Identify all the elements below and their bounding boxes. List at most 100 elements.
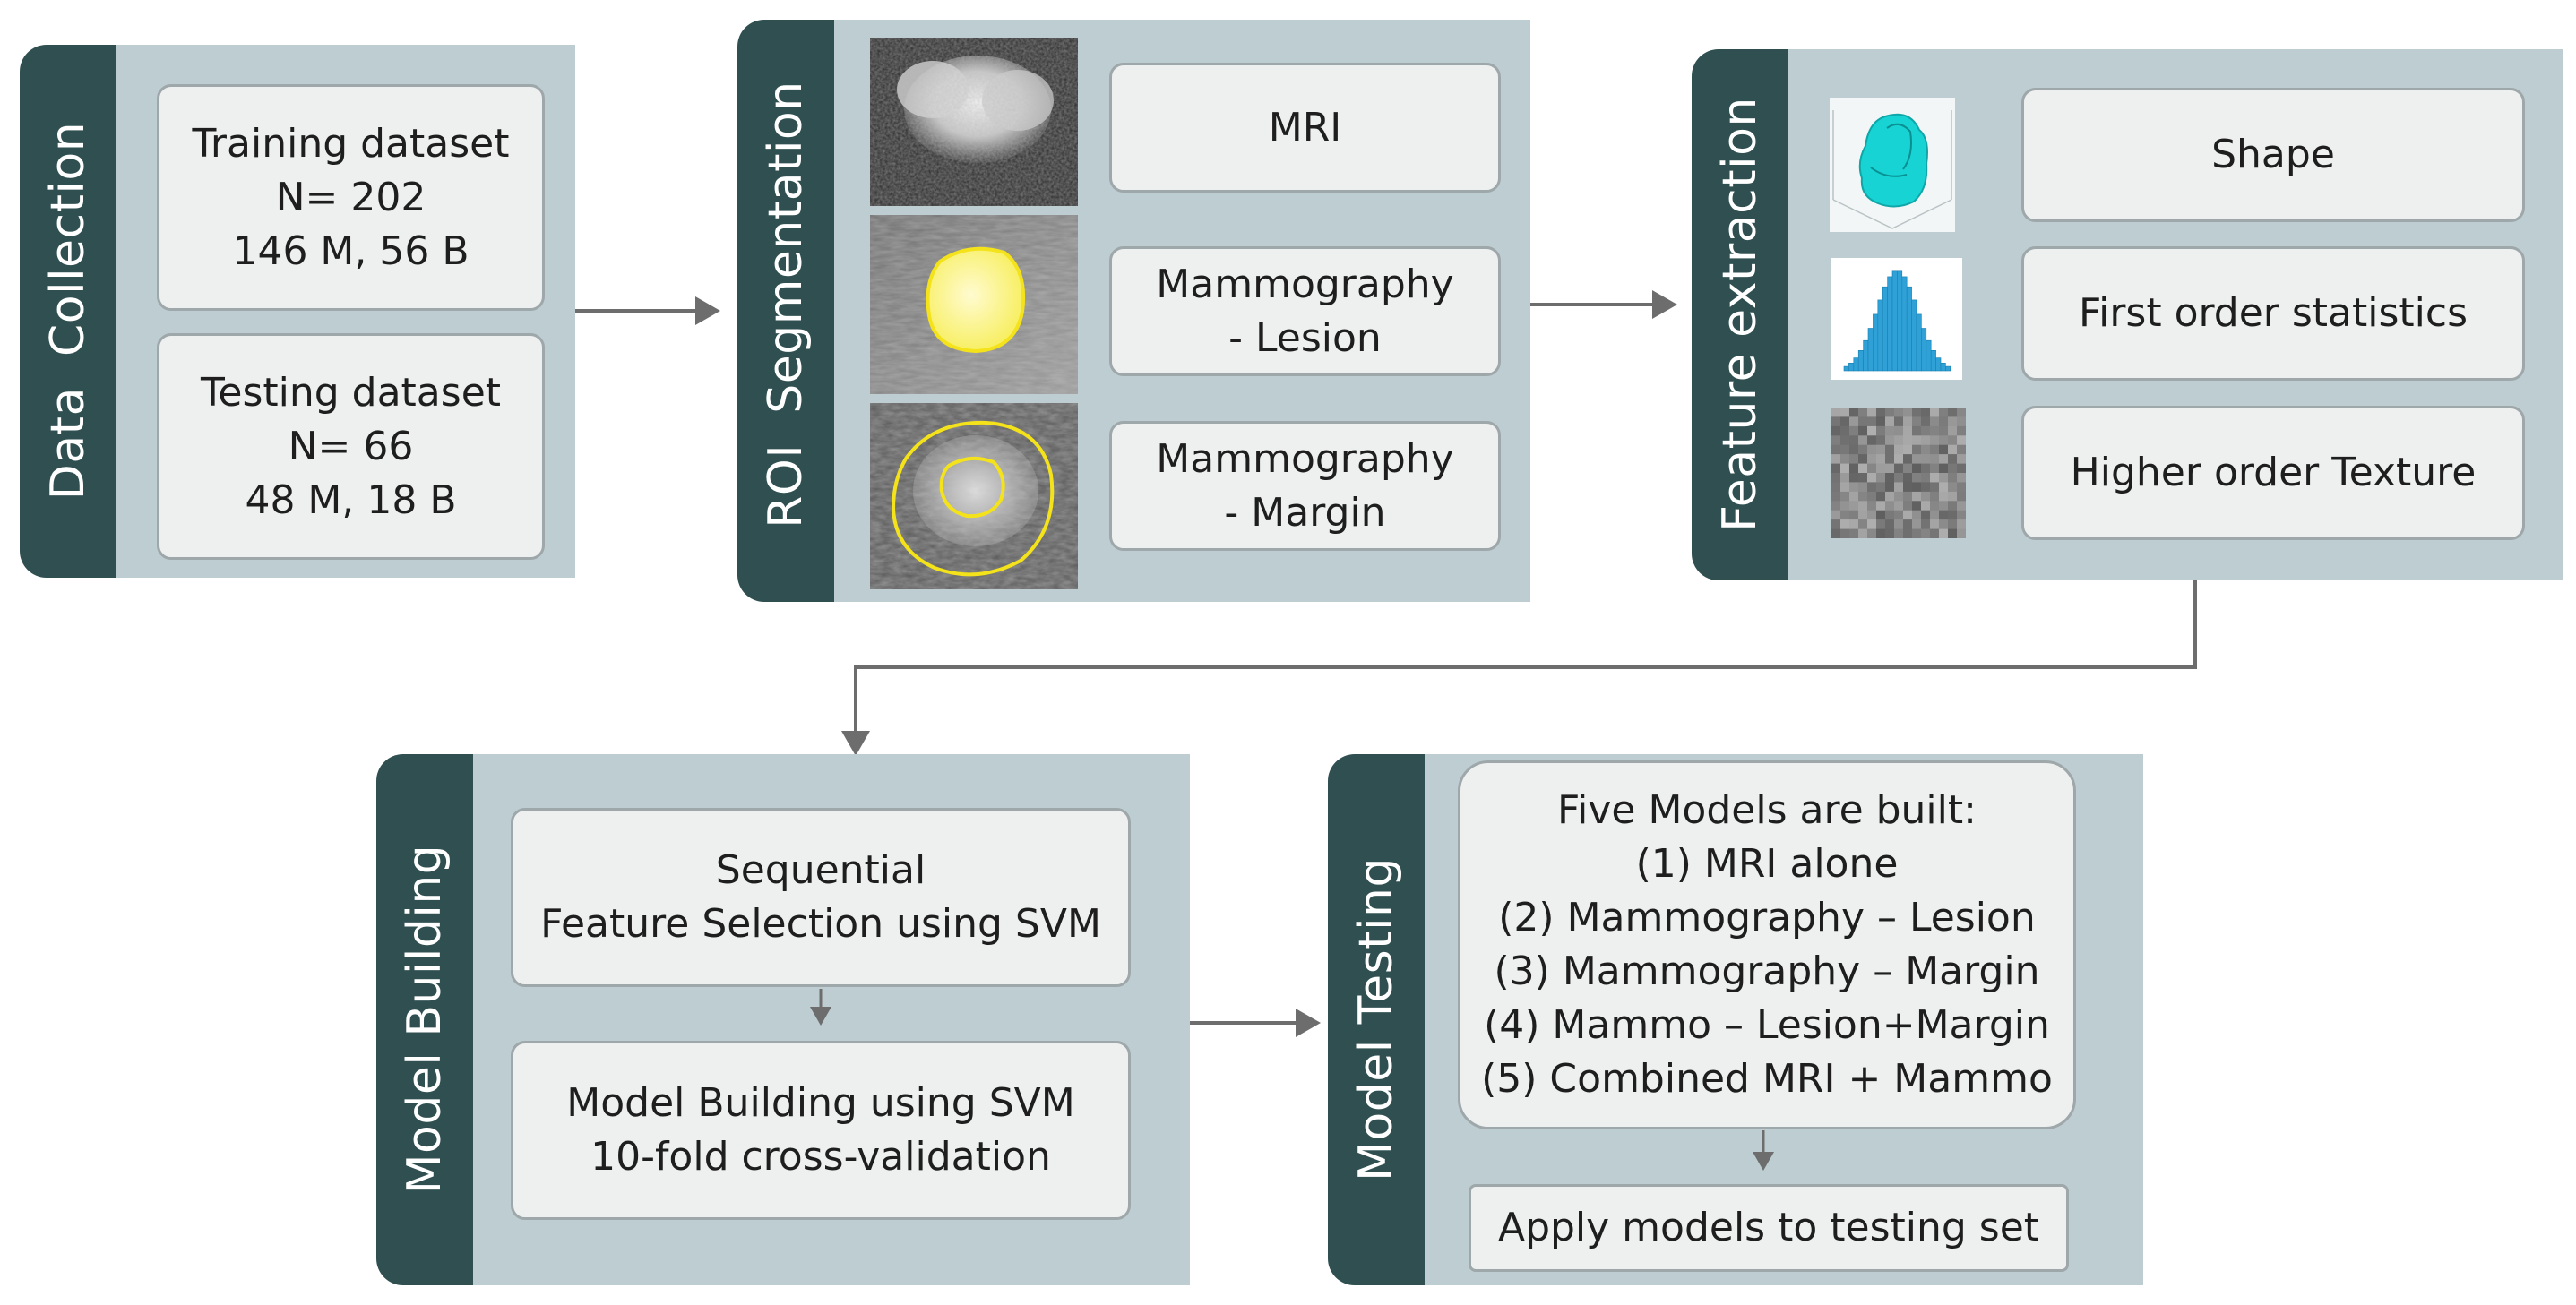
training-dataset-split: 146 M, 56 B [232, 228, 470, 274]
texture-cell [1885, 416, 1894, 427]
histogram-bar [1901, 276, 1908, 372]
mammography-lesion-highlight-image [870, 215, 1078, 394]
texture-cell [1876, 435, 1885, 446]
texture-cell [1858, 416, 1867, 427]
model-item: (3) Mammography – Margin [1494, 949, 2040, 994]
texture-cell [1957, 528, 1966, 538]
texture-cell [1930, 519, 1939, 529]
texture-cell [1885, 473, 1894, 483]
texture-cell [1858, 408, 1867, 417]
texture-cell [1831, 510, 1840, 520]
texture-cell [1876, 491, 1885, 502]
texture-cell [1930, 482, 1939, 493]
texture-cell [1939, 510, 1948, 520]
texture-cell [1858, 444, 1867, 455]
histogram-bar [1897, 270, 1903, 372]
texture-cell [1876, 425, 1885, 436]
texture-cell [1912, 408, 1921, 417]
texture-cell [1921, 454, 1930, 464]
texture-cell [1912, 501, 1921, 511]
texture-cell [1903, 482, 1912, 493]
texture-cell [1831, 482, 1840, 493]
roi-mri-box: MRI [1109, 63, 1501, 193]
texture-cell [1948, 510, 1957, 520]
texture-cell [1885, 528, 1894, 538]
model-item: (1) MRI alone [1635, 841, 1899, 887]
texture-cell [1876, 408, 1885, 417]
texture-cell [1957, 473, 1966, 483]
model-building-panel: Model Building Sequential Feature Select… [376, 754, 1190, 1285]
texture-cell [1894, 463, 1903, 474]
model-item: (2) Mammography – Lesion [1498, 895, 2036, 940]
texture-cell [1876, 444, 1885, 455]
texture-cell [1930, 528, 1939, 538]
histogram-bar [1843, 365, 1849, 372]
feature-selection-box: Sequential Feature Selection using SVM [511, 808, 1131, 987]
mri-lesion-image [870, 38, 1078, 206]
texture-cell [1894, 435, 1903, 446]
texture-cell [1894, 482, 1903, 493]
texture-cell [1867, 501, 1876, 511]
texture-cell [1957, 463, 1966, 474]
texture-cell [1885, 425, 1894, 436]
texture-cell [1876, 416, 1885, 427]
texture-cell [1876, 482, 1885, 493]
texture-cell [1894, 519, 1903, 529]
texture-cell [1939, 501, 1948, 511]
texture-cell [1840, 528, 1849, 538]
texture-cell [1840, 435, 1849, 446]
histogram-bar [1945, 365, 1951, 372]
texture-cell [1912, 482, 1921, 493]
texture-cell [1921, 463, 1930, 474]
texture-cell [1840, 444, 1849, 455]
texture-cell [1858, 528, 1867, 538]
texture-cell [1840, 501, 1849, 511]
apply-models-label: Apply models to testing set [1497, 1205, 2040, 1250]
histogram-bar [1873, 313, 1879, 372]
histogram-bar [1863, 339, 1869, 372]
testing-dataset-box: Testing dataset N= 66 48 M, 18 B [157, 333, 545, 560]
texture-cell [1912, 463, 1921, 474]
arrow-features-to-model-building [841, 580, 2197, 756]
model-testing-panel: Model Testing Five Models are built: (1)… [1328, 754, 2143, 1285]
texture-cell [1921, 473, 1930, 483]
texture-cell [1948, 416, 1957, 427]
texture-cell [1957, 482, 1966, 493]
texture-cell [1840, 491, 1849, 502]
texture-cell [1939, 519, 1948, 529]
texture-cell [1912, 454, 1921, 464]
texture-cell [1912, 491, 1921, 502]
histogram-bar [1882, 286, 1888, 372]
feature-extraction-tab: Feature extraction [1692, 49, 1788, 580]
texture-cell [1921, 416, 1930, 427]
histogram-bar [1926, 339, 1932, 372]
texture-cell [1831, 501, 1840, 511]
texture-cell [1867, 416, 1876, 427]
model-item: (5) Combined MRI + Mammo [1481, 1056, 2053, 1102]
texture-cell [1867, 510, 1876, 520]
roi-mri-label: MRI [1268, 104, 1342, 150]
texture-cell [1867, 463, 1876, 474]
histogram-bar [1891, 270, 1898, 372]
texture-cell [1957, 435, 1966, 446]
feature-first-order-label: First order statistics [2078, 290, 2468, 336]
texture-cell [1948, 491, 1957, 502]
texture-cell [1849, 519, 1858, 529]
texture-cell [1876, 501, 1885, 511]
roi-segmentation-title: ROI Segmentation [759, 81, 813, 528]
texture-cell [1831, 416, 1840, 427]
texture-cell [1885, 435, 1894, 446]
training-dataset-box: Training dataset N= 202 146 M, 56 B [157, 84, 545, 311]
texture-cell [1831, 463, 1840, 474]
texture-cell [1903, 473, 1912, 483]
texture-cell [1912, 444, 1921, 455]
texture-cell [1894, 501, 1903, 511]
data-collection-title: Data Collection [41, 121, 95, 501]
texture-cell [1948, 425, 1957, 436]
texture-cell [1930, 416, 1939, 427]
roi-mammography-lesion-box: Mammography - Lesion [1109, 246, 1501, 376]
texture-cell [1912, 425, 1921, 436]
texture-cell [1930, 408, 1939, 417]
histogram-bar [1877, 299, 1883, 372]
texture-cell [1840, 482, 1849, 493]
